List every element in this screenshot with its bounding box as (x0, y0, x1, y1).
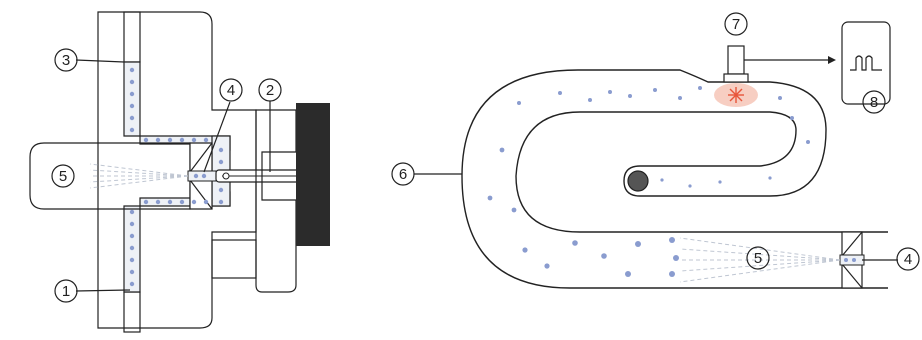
callout-1: 1 (54, 279, 78, 303)
droplets-left (129, 67, 224, 287)
callout-5-left: 5 (51, 164, 75, 188)
callout-6: 6 (391, 162, 415, 186)
svg-text:2: 2 (266, 82, 274, 99)
nozzle-diag-1 (189, 142, 213, 173)
left-assembly: 3 1 4 2 5 (29, 11, 330, 333)
particles (487, 86, 856, 277)
right-body (255, 109, 297, 293)
flight-tube (461, 69, 888, 289)
callout-4-left: 4 (219, 78, 243, 102)
spray-cone-left (89, 163, 189, 189)
laser-mount (723, 73, 749, 83)
callout-3: 3 (54, 48, 78, 72)
dark-block (296, 103, 330, 246)
capillary-tip (222, 172, 230, 180)
spray-chamber (29, 142, 191, 210)
svg-text:4: 4 (227, 82, 235, 99)
orifice-diag-2 (841, 263, 863, 289)
bottom-stub (123, 291, 141, 333)
callout-8: 8 (862, 90, 886, 114)
top-stub (123, 11, 141, 63)
laser-source (727, 45, 745, 75)
orifice-diag-1 (841, 231, 863, 257)
svg-text:8: 8 (870, 94, 878, 111)
callout-4-right: 4 (896, 247, 920, 271)
arrow-head-icon (828, 56, 836, 64)
callout-7: 7 (724, 12, 748, 36)
svg-text:5: 5 (59, 168, 67, 185)
leader-4-left (203, 101, 231, 173)
svg-text:4: 4 (904, 251, 912, 268)
end-dot (627, 170, 649, 192)
signal-trace (850, 55, 882, 71)
svg-text:7: 7 (732, 16, 740, 33)
svg-text:3: 3 (62, 52, 70, 69)
callout-2: 2 (258, 78, 282, 102)
leader-1 (75, 289, 131, 292)
svg-text:5: 5 (754, 250, 762, 267)
right-assembly: 6 7 8 5 4 (391, 12, 920, 289)
lower-channel (123, 191, 231, 293)
svg-text:6: 6 (399, 166, 407, 183)
right-body-mid (211, 239, 257, 279)
laser-star-icon (728, 87, 744, 103)
nozzle-diag-2 (189, 179, 213, 210)
callout-5-right: 5 (746, 246, 770, 270)
leader-3 (75, 59, 125, 63)
svg-text:1: 1 (62, 283, 70, 300)
spray-cone-right (679, 237, 841, 283)
